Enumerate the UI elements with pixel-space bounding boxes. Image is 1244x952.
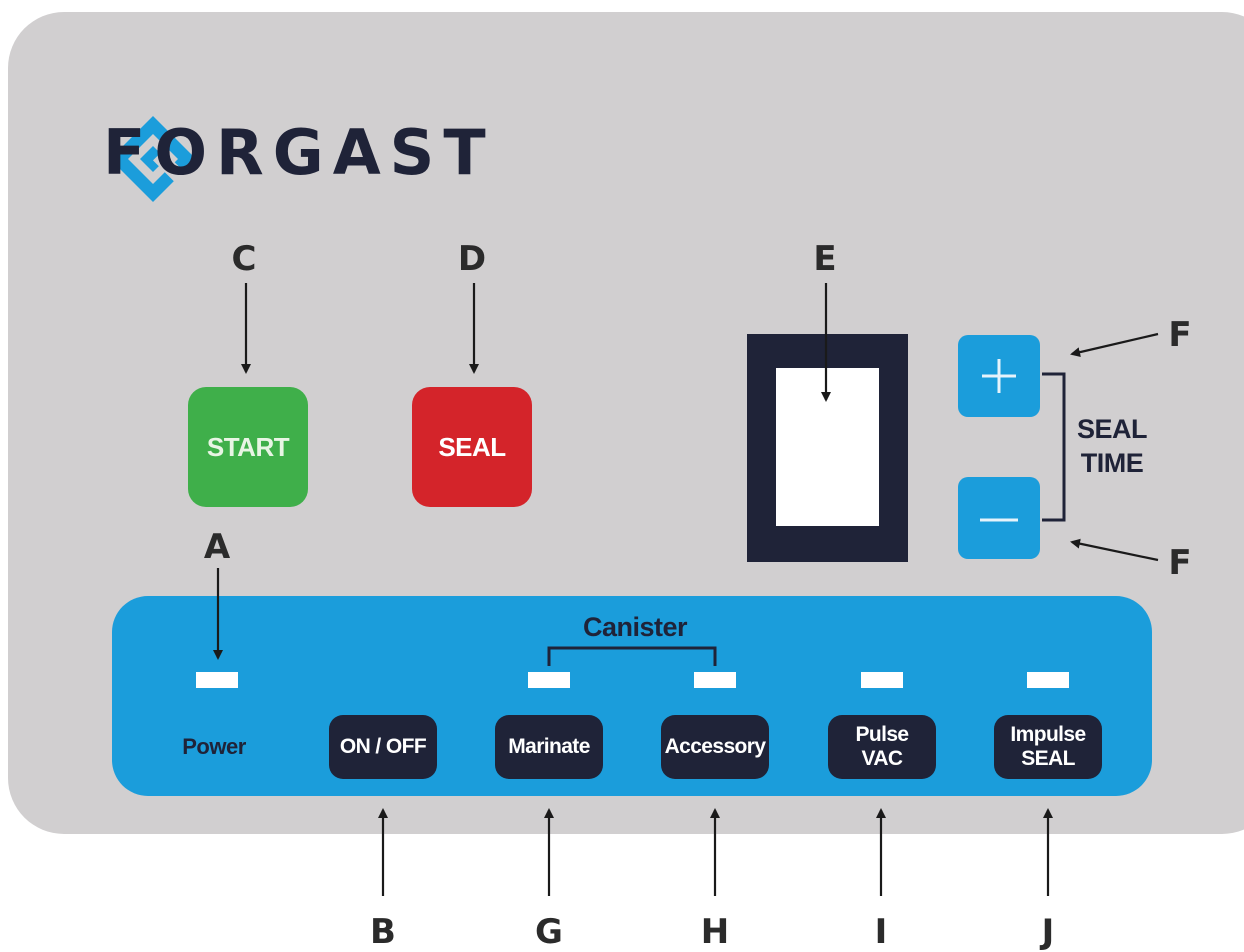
seal-time-plus-button[interactable] <box>958 335 1040 417</box>
callout-f-bottom: F <box>1168 543 1192 583</box>
impulse-seal-button[interactable]: Impulse SEAL <box>994 715 1102 779</box>
impulse-seal-led <box>1027 672 1069 688</box>
callout-g: G <box>535 912 563 952</box>
callout-h: H <box>700 912 730 952</box>
pulse-vac-led <box>861 672 903 688</box>
callout-b: B <box>370 912 396 952</box>
on-off-button[interactable]: ON / OFF <box>329 715 437 779</box>
brand-name: FORGAST <box>103 116 495 189</box>
callout-j: J <box>1041 912 1055 952</box>
start-button[interactable]: START <box>188 387 308 507</box>
seal-button[interactable]: SEAL <box>412 387 532 507</box>
seal-time-minus-button[interactable] <box>958 477 1040 559</box>
callout-f-top: F <box>1168 315 1192 355</box>
plus-icon <box>982 359 1016 393</box>
accessory-button[interactable]: Accessory <box>661 715 769 779</box>
callout-i: I <box>874 912 888 952</box>
power-led <box>196 672 238 688</box>
callout-e: E <box>813 239 837 279</box>
marinate-button[interactable]: Marinate <box>495 715 603 779</box>
callout-d: D <box>457 239 487 279</box>
minus-icon <box>980 518 1018 522</box>
power-label: Power <box>182 734 246 759</box>
callout-c: C <box>231 239 257 279</box>
marinate-led <box>528 672 570 688</box>
pulse-vac-button[interactable]: Pulse VAC <box>828 715 936 779</box>
callout-a: A <box>203 527 231 567</box>
seal-time-label: SEAL TIME <box>1076 414 1148 478</box>
forgast-logo-icon <box>110 116 196 202</box>
display-frame <box>747 334 908 562</box>
display-screen <box>776 368 879 526</box>
canister-label: Canister <box>582 612 688 642</box>
control-bar <box>112 596 1152 796</box>
accessory-led <box>694 672 736 688</box>
